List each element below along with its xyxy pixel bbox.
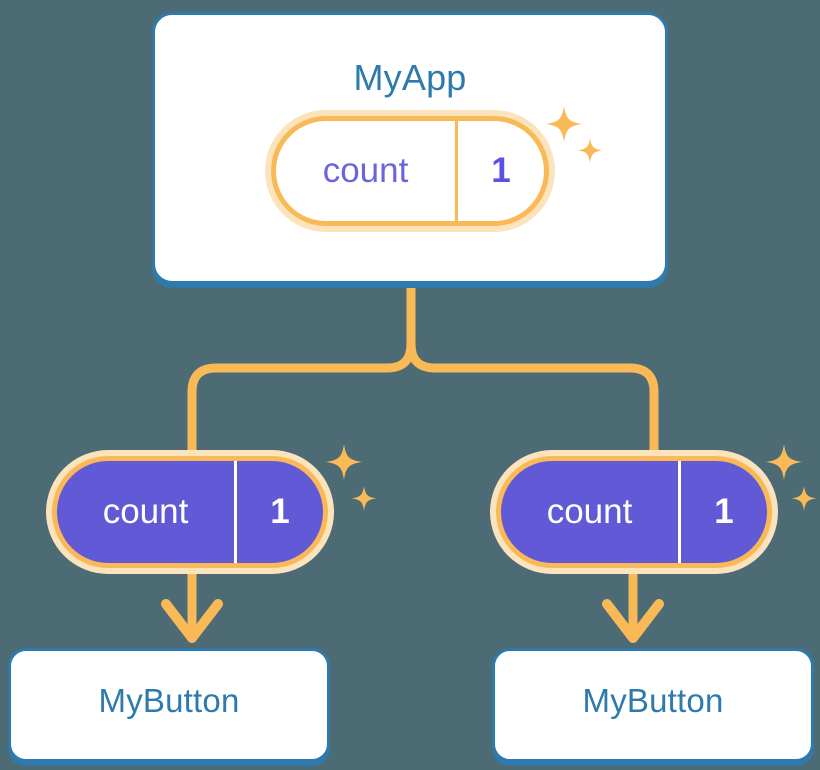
tree-branch-icon (187, 281, 659, 457)
state-key-label: count (57, 461, 237, 563)
state-pill-inner: count 1 (496, 456, 772, 568)
page-title: MyApp (353, 57, 467, 98)
sparkle-icon (326, 444, 362, 480)
sparkle-icon (791, 486, 817, 511)
sparkle-icon (351, 486, 377, 511)
component-label: MyButton (98, 682, 240, 719)
state-value-label: 1 (270, 492, 290, 531)
arrow-down-icon (602, 567, 664, 643)
state-pill-myapp[interactable]: count 1 (265, 110, 555, 232)
state-pill-child-left[interactable]: count 1 (46, 450, 334, 574)
state-pill-inner: count 1 (52, 456, 328, 568)
component-label: MyButton (582, 682, 724, 719)
component-card-mybutton-right[interactable]: MyButton (492, 648, 814, 762)
state-pill-inner: count 1 (271, 116, 549, 226)
sparkle-icon (766, 444, 802, 480)
state-key-label: count (501, 461, 681, 563)
state-value-label: 1 (714, 492, 734, 531)
state-key-label: count (276, 121, 458, 221)
arrow-down-icon (161, 567, 223, 643)
component-card-mybutton-left[interactable]: MyButton (8, 648, 330, 762)
state-pill-child-right[interactable]: count 1 (490, 450, 778, 574)
state-value-label: 1 (491, 151, 511, 190)
